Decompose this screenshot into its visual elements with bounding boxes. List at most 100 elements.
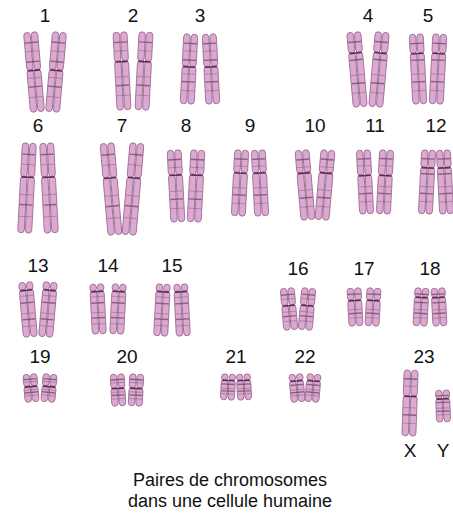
chromatid-arm xyxy=(137,374,144,389)
chromosome xyxy=(220,374,235,401)
chromosome xyxy=(409,34,427,105)
chromosome-band xyxy=(111,323,124,325)
chromosome-band xyxy=(116,76,129,78)
chromosome xyxy=(418,150,435,215)
chromosome xyxy=(39,281,58,337)
chromosome-band xyxy=(107,218,120,219)
chromosome-band xyxy=(112,394,125,396)
chromosome-band xyxy=(112,302,125,304)
chromosome xyxy=(174,284,191,337)
chromatid-arm xyxy=(53,69,63,112)
chromosome-band xyxy=(378,186,391,188)
chromosome-band xyxy=(432,59,445,61)
chromosome-band xyxy=(124,218,137,219)
chromatid-arm xyxy=(289,380,297,402)
chromosome-band xyxy=(41,319,54,320)
centromere xyxy=(116,61,128,63)
chromosome-band xyxy=(126,195,139,196)
chromosome-band xyxy=(291,392,304,393)
chromatid-arm xyxy=(237,380,245,401)
chromosome-band xyxy=(352,83,365,84)
chromosome xyxy=(24,32,45,113)
pair-number-text: 13 xyxy=(27,255,48,276)
chromosome-band xyxy=(348,41,361,42)
chromosome-band xyxy=(116,84,129,86)
chromosome-band xyxy=(318,190,331,191)
pair-number-text: 4 xyxy=(363,5,374,26)
chromosome-band xyxy=(41,153,54,155)
chromosome xyxy=(347,288,363,327)
chromosome-band xyxy=(348,293,361,295)
centromere xyxy=(411,53,423,55)
chromosome-band xyxy=(252,158,265,160)
chromosome xyxy=(110,284,127,335)
chromatid-arm xyxy=(411,370,418,397)
chromosome-band xyxy=(41,313,54,314)
chromosome-band xyxy=(22,313,35,314)
chromosome-band xyxy=(43,381,56,382)
chromosome-band xyxy=(176,313,189,315)
chromatid-arm xyxy=(111,387,118,406)
chromosome-band xyxy=(155,313,168,315)
chromatid-arm xyxy=(241,150,249,173)
chromosome-band xyxy=(439,193,452,195)
chromosome-band xyxy=(433,317,446,319)
centromere xyxy=(438,167,450,169)
chromosome xyxy=(46,32,67,113)
chromosome-band xyxy=(350,59,363,60)
chromosome-band xyxy=(137,84,150,86)
centromere xyxy=(350,53,362,54)
chromatid-arm xyxy=(204,66,212,104)
pair-number: 11 xyxy=(365,115,385,137)
chromosome-band xyxy=(307,384,320,385)
chromosome xyxy=(202,34,220,105)
chromosome-band xyxy=(114,50,127,52)
chromosome-band xyxy=(359,193,372,195)
chromatid-arm xyxy=(118,374,125,389)
centromere xyxy=(283,305,295,306)
chromosome-band xyxy=(117,95,130,97)
chromosome-band xyxy=(440,201,453,203)
chromosome-band xyxy=(255,203,268,205)
chromosome-band xyxy=(91,296,104,298)
chromosome-band xyxy=(203,42,216,44)
chromatid-arm xyxy=(107,143,117,178)
chromatid-arm xyxy=(439,296,447,326)
pair-number: 18 xyxy=(419,258,440,280)
chromosome-band xyxy=(404,385,417,386)
chromosome-band xyxy=(43,379,56,380)
chromosome xyxy=(128,374,144,407)
chromatid-arm xyxy=(34,69,44,112)
chromosome-band xyxy=(175,303,188,305)
chromatid-arm xyxy=(202,34,210,67)
chromosome-band xyxy=(221,390,234,392)
chromosome-band xyxy=(139,50,152,52)
chromosome xyxy=(122,143,144,236)
chromosome-band xyxy=(377,201,390,203)
chromosome xyxy=(187,150,205,223)
chromosome-band xyxy=(183,59,196,61)
chromosome-band xyxy=(233,187,246,189)
chromosome-band xyxy=(367,293,380,295)
chromatid-arm xyxy=(167,150,175,176)
centromere xyxy=(238,379,250,381)
chromosome xyxy=(369,32,389,108)
centromere xyxy=(130,387,142,389)
centromere xyxy=(308,381,320,382)
chromosome-band xyxy=(183,50,196,52)
chromosome-band xyxy=(372,74,385,75)
chromatid-arm xyxy=(302,150,310,174)
pair-number: 20 xyxy=(116,346,137,368)
chromosome-band xyxy=(419,201,432,203)
chromosome-band xyxy=(30,96,43,97)
chromosome-band xyxy=(155,325,168,327)
chromosome xyxy=(251,150,268,217)
chromosome-band xyxy=(205,73,218,75)
chromatid-arm xyxy=(176,174,185,222)
centromere xyxy=(359,174,371,176)
chromosome-band xyxy=(433,312,446,314)
centromere xyxy=(113,290,125,292)
chromosome-band xyxy=(412,73,425,75)
chromosome-band xyxy=(92,312,105,314)
pair-number-text: 11 xyxy=(365,115,385,136)
